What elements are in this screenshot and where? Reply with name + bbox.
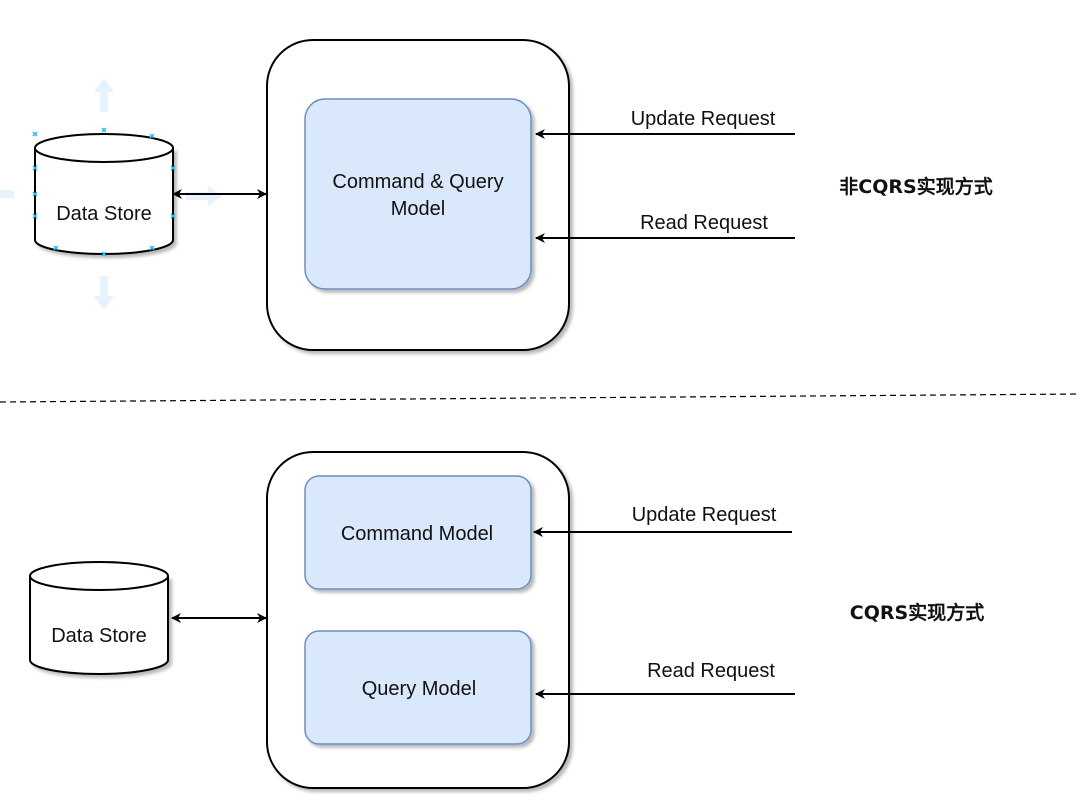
bottom-caption: CQRS实现方式 bbox=[850, 601, 984, 624]
selection-handles[interactable] bbox=[32, 127, 176, 257]
top-update-request-label: Update Request bbox=[631, 108, 776, 130]
data-store-label: Data Store bbox=[56, 203, 152, 225]
command-query-model-label-line2: Model bbox=[391, 198, 445, 220]
top-caption: 非CQRS实现方式 bbox=[839, 175, 992, 198]
query-model-label: Query Model bbox=[362, 678, 477, 700]
bottom-section: Data Store Command Model Query Model Upd… bbox=[29, 451, 984, 789]
command-query-model-label-line1: Command & Query bbox=[332, 171, 503, 193]
bottom-update-request-label: Update Request bbox=[632, 504, 777, 526]
top-section: Data Store Command & Query Model bbox=[0, 39, 993, 351]
query-model-box[interactable] bbox=[304, 630, 532, 745]
top-read-request-label: Read Request bbox=[640, 212, 768, 234]
top-data-store[interactable]: Data Store bbox=[0, 78, 222, 310]
data-store-label: Data Store bbox=[51, 625, 147, 647]
bottom-read-request-label: Read Request bbox=[647, 660, 775, 682]
bottom-data-store[interactable]: Data Store bbox=[29, 561, 169, 675]
command-query-model-box[interactable] bbox=[304, 98, 532, 290]
command-model-box[interactable] bbox=[304, 475, 532, 590]
command-model-label: Command Model bbox=[341, 523, 493, 545]
section-divider bbox=[0, 393, 1080, 403]
